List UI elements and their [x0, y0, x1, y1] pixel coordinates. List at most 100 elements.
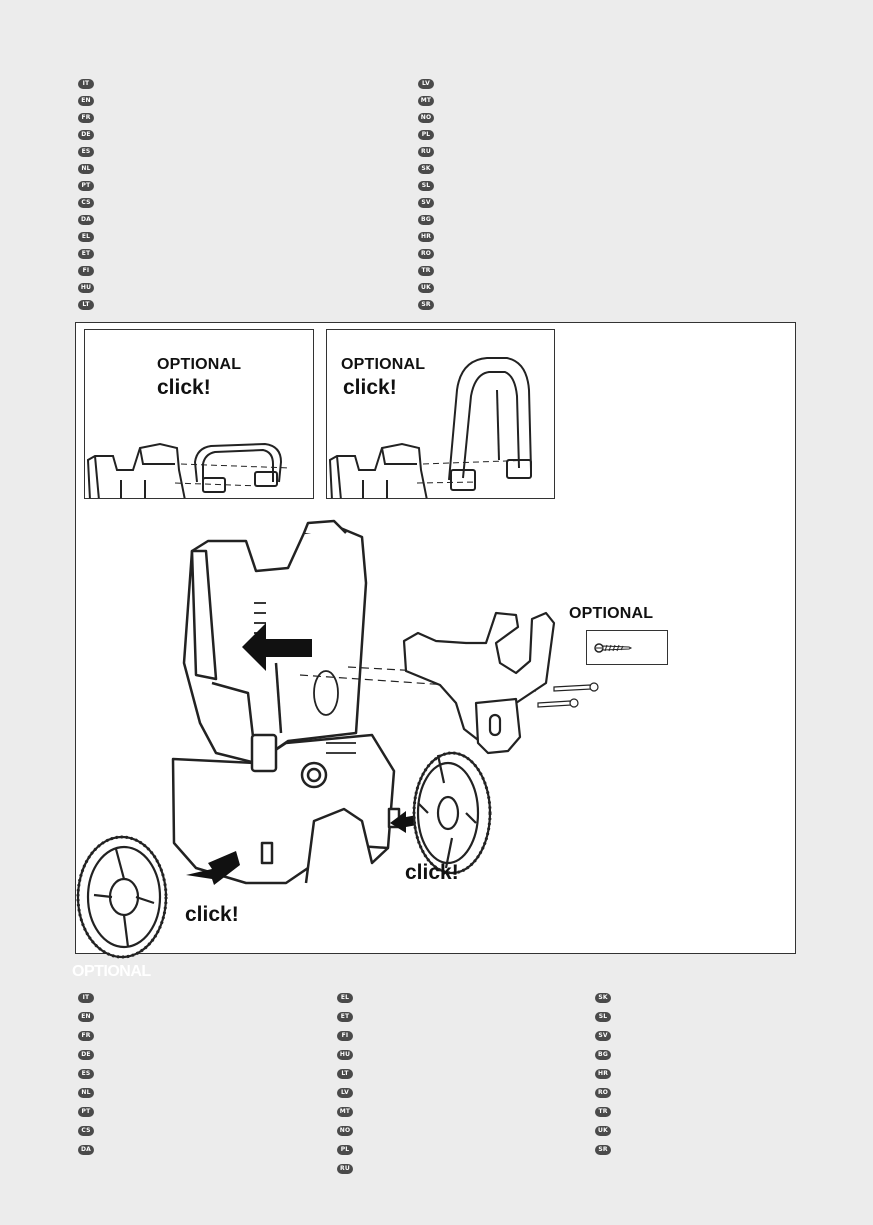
language-item: HR	[595, 1064, 611, 1083]
language-code-badge: HR	[595, 1068, 611, 1079]
language-item: SV	[418, 194, 434, 211]
language-code-badge: PT	[78, 1106, 94, 1117]
language-code-badge: LV	[418, 78, 434, 89]
language-code-badge: ES	[78, 1068, 94, 1079]
language-item: EN	[78, 1007, 94, 1026]
language-code-badge: DE	[78, 1049, 94, 1060]
language-code-badge: DA	[78, 214, 94, 225]
language-item: IT	[78, 988, 94, 1007]
language-item: RU	[337, 1159, 353, 1178]
screw-detail-box	[586, 630, 668, 665]
language-item: FI	[337, 1026, 353, 1045]
language-code-badge: NL	[78, 1087, 94, 1098]
language-code-badge: RO	[595, 1087, 611, 1098]
optional-label: OPTIONAL	[157, 356, 242, 373]
language-item: ET	[337, 1007, 353, 1026]
short-handle-illustration	[86, 442, 291, 498]
language-code-badge: HR	[418, 231, 434, 242]
language-item: UK	[595, 1121, 611, 1140]
language-code-badge: SR	[418, 299, 434, 310]
language-code-badge: FR	[78, 112, 94, 123]
language-code-badge: LT	[337, 1068, 353, 1079]
language-item: SR	[418, 296, 434, 313]
language-code-badge: NL	[78, 163, 94, 174]
language-item: FR	[78, 109, 94, 126]
language-item: EL	[78, 228, 94, 245]
language-item: DA	[78, 1140, 94, 1159]
optional-label: OPTIONAL	[341, 356, 426, 373]
optional-handle-panel-short: OPTIONAL click!	[84, 329, 314, 499]
optional-heading: OPTIONAL	[72, 963, 151, 980]
language-code-badge: TR	[418, 265, 434, 276]
language-code-badge: UK	[418, 282, 434, 293]
language-item: RO	[418, 245, 434, 262]
language-code-badge: FI	[337, 1030, 353, 1041]
language-item: BG	[418, 211, 434, 228]
language-code-badge: SK	[595, 992, 611, 1003]
language-item: MT	[418, 92, 434, 109]
language-item: ES	[78, 143, 94, 160]
language-code-badge: TR	[595, 1106, 611, 1117]
tall-handle-illustration	[328, 357, 533, 498]
language-code-badge: IT	[78, 992, 94, 1003]
language-item: DE	[78, 126, 94, 143]
language-code-badge: NO	[418, 112, 434, 123]
language-code-badge: SV	[418, 197, 434, 208]
language-code-badge: SL	[418, 180, 434, 191]
language-item: NL	[78, 160, 94, 177]
language-item: SK	[595, 988, 611, 1007]
language-item: LT	[337, 1064, 353, 1083]
optional-handle-panel-tall: OPTIONAL click!	[326, 329, 555, 499]
language-item: DE	[78, 1045, 94, 1064]
language-code-badge: SV	[595, 1030, 611, 1041]
language-item: IT	[78, 75, 94, 92]
language-code-badge: BG	[418, 214, 434, 225]
language-code-badge: SL	[595, 1011, 611, 1022]
wheel-left-click-label: click!	[185, 903, 239, 926]
language-item: FR	[78, 1026, 94, 1045]
language-item: ET	[78, 245, 94, 262]
language-code-badge: HU	[337, 1049, 353, 1060]
language-item: MT	[337, 1102, 353, 1121]
language-code-badge: PT	[78, 180, 94, 191]
language-item: PT	[78, 1102, 94, 1121]
language-code-badge: LT	[78, 299, 94, 310]
language-code-badge: PL	[418, 129, 434, 140]
language-list-top-left: IT EN FR DE ES NL PT CS DA EL ET FI HU LT	[78, 75, 94, 313]
language-item: TR	[595, 1102, 611, 1121]
language-item: NO	[418, 109, 434, 126]
language-code-badge: SR	[595, 1144, 611, 1155]
language-code-badge: NO	[337, 1125, 353, 1136]
language-item: FI	[78, 262, 94, 279]
language-code-badge: EL	[78, 231, 94, 242]
language-item: LV	[418, 75, 434, 92]
language-code-badge: SK	[418, 163, 434, 174]
click-label: click!	[157, 376, 211, 399]
language-code-badge: UK	[595, 1125, 611, 1136]
language-code-badge: CS	[78, 197, 94, 208]
language-code-badge: BG	[595, 1049, 611, 1060]
language-item: HU	[337, 1045, 353, 1064]
language-code-badge: RO	[418, 248, 434, 259]
language-item: SV	[595, 1026, 611, 1045]
language-item: PL	[418, 126, 434, 143]
language-item: RO	[595, 1083, 611, 1102]
language-item: EN	[78, 92, 94, 109]
language-code-badge: ES	[78, 146, 94, 157]
language-code-badge: RU	[337, 1163, 353, 1174]
language-code-badge: FR	[78, 1030, 94, 1041]
language-code-badge: FI	[78, 265, 94, 276]
language-item: SR	[595, 1140, 611, 1159]
language-item: TR	[418, 262, 434, 279]
language-code-badge: RU	[418, 146, 434, 157]
language-code-badge: HU	[78, 282, 94, 293]
wheel-right-click-label: click!	[405, 861, 459, 884]
language-item: EL	[337, 988, 353, 1007]
language-item: PL	[337, 1140, 353, 1159]
language-code-badge: EN	[78, 95, 94, 106]
language-item: DA	[78, 211, 94, 228]
language-code-badge: EL	[337, 992, 353, 1003]
language-code-badge: IT	[78, 78, 94, 89]
language-list-bottom-col3: SK SL SV BG HR RO TR UK SR	[595, 988, 611, 1159]
